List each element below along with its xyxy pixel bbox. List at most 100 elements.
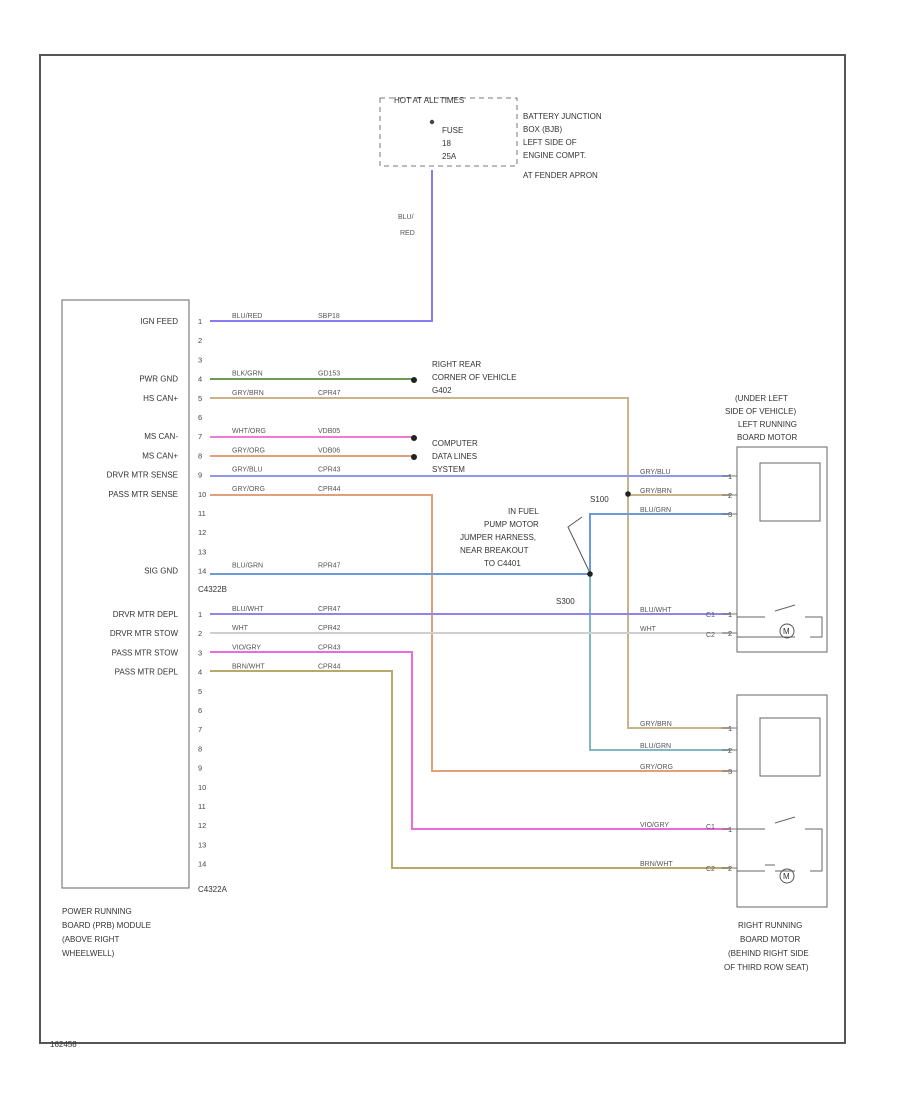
module-pin-number-a: 10 [198,783,206,792]
wire-circuit-label: CPR44 [318,486,341,493]
ground-callout: RIGHT REAR CORNER OF VEHICLE G402 [411,360,516,395]
module-pin-number-a: 13 [198,840,206,849]
ground-arrow-icon [411,377,417,383]
module-pin-label: SIG GND [144,567,178,576]
right-running-board-motor: GRY/BRN1BLU/GRN2GRY/ORG3VIO/GRY1BRN/WHT2… [640,694,828,972]
wire-color-label: WHT [232,625,249,632]
wire-circuit-label: CPR43 [318,644,341,651]
wire-color-label: BRN/WHT [232,664,265,671]
wire-circuit-label: RPR47 [318,563,341,570]
module-pin-number-a: 5 [198,687,202,696]
wire-color-label: VIO/GRY [232,644,261,651]
dataline-arrow-icon [411,454,417,460]
ground-text-3: G402 [432,386,452,395]
right-motor-connector-c2: C2 [706,866,715,873]
motor-wire-color: BLU/WHT [640,607,672,614]
module-pin-label-a: PASS MTR STOW [112,648,179,657]
wire-circuit-label: CPR42 [318,625,341,632]
right-motor-name-1: RIGHT RUNNING [738,921,802,930]
wire-circuit-label: CPR47 [318,390,341,397]
motor-wire-color: BLU/GRN [640,507,671,514]
module-name-3: (ABOVE RIGHT [62,935,119,944]
left-motor-symbol: M [783,627,790,636]
wire-circuit-label: CPR44 [318,664,341,671]
wire-color-label: BLU/WHT [232,606,264,613]
wire-gry-brn-right [210,397,730,729]
ground-text-1: RIGHT REAR [432,360,481,369]
splice-text-4: NEAR BREAKOUT [460,546,529,555]
motor-wire-color: WHT [640,626,657,633]
wire-color-label: GRY/ORG [232,447,265,454]
module-pin-number-a: 9 [198,764,202,773]
module-name-2: BOARD (PRB) MODULE [62,921,151,930]
dataline-arrow-icon [411,435,417,441]
module-pin-number-a: 2 [198,629,202,638]
wire-color-label: BLU/RED [232,313,262,320]
left-motor-name-1: (UNDER LEFT [735,394,788,403]
module-pin-label-a: PASS MTR DEPL [115,668,179,677]
module-pin-number-a: 12 [198,821,206,830]
datalines-text-1: COMPUTER [432,439,478,448]
module-pin-number-a: 7 [198,725,202,734]
module-pin-number: 4 [198,375,202,384]
right-motor-connector-c1: C1 [706,824,715,831]
footer-code: 162458 [50,1040,77,1049]
module-pin-number-a: 8 [198,744,202,753]
left-motor-icon [779,623,795,639]
wire-circuit-label: CPR47 [318,606,341,613]
motor-wire-color: GRY/BRN [640,488,672,495]
module-pin-label: DRVR MTR SENSE [107,471,178,480]
wire-circuit-label: CPR43 [318,467,341,474]
fuse-box-location-4: ENGINE COMPT. [523,151,586,160]
left-motor-name-2: SIDE OF VEHICLE) [725,407,796,416]
motor-wire-color: BLU/GRN [640,743,671,750]
left-motor-connector-c2: C2 [706,632,715,639]
module-name-4: WHEELWELL) [62,949,115,958]
splice-callout: IN FUEL PUMP MOTOR JUMPER HARNESS, NEAR … [460,491,631,606]
prb-module-box [61,299,190,889]
splice-text-5: TO C4401 [484,559,521,568]
module-pin-number: 14 [198,567,206,576]
splice-id-lower: S300 [556,597,575,606]
wire-color-label: BLK/GRN [232,371,263,378]
module-pin-number-a: 4 [198,668,202,677]
wire-color-label: BLU/GRN [232,563,263,570]
wire-circuit-label: SBP18 [318,313,340,320]
module-pin-number: 11 [198,509,206,518]
module-pin-label: PWR GND [139,375,178,384]
fuse-box: HOT AT ALL TIMES FUSE 18 25A BATTERY JUN… [379,96,602,180]
splice-leader [567,516,591,574]
right-motor-name-2: BOARD MOTOR [740,935,801,944]
left-motor-connector-c1: C1 [706,612,715,619]
module-pin-number: 2 [198,336,202,345]
module-pin-number-a: 14 [198,860,206,869]
motor-wire-color: GRY/ORG [640,764,673,771]
module-pin-number-a: 11 [198,802,206,811]
module-pin-label-a: DRVR MTR DEPL [113,610,179,619]
module-pin-label: IGN FEED [140,317,178,326]
motor-wire-color: VIO/GRY [640,822,669,829]
fuse-box-location-1: BATTERY JUNCTION [523,112,602,121]
wire-ign-feed [210,170,433,322]
module-pin-number-a: 1 [198,610,202,619]
module-pin-number: 1 [198,317,202,326]
module-pin-number-a: 6 [198,706,202,715]
module-pin-label: HS CAN+ [143,394,178,403]
left-motor-name-4: BOARD MOTOR [737,433,798,442]
splice-text-2: PUMP MOTOR [484,520,539,529]
wire-color-label: GRY/BLU [232,467,263,474]
fuse-terminal-icon [429,119,435,125]
module-pin-number-a: 3 [198,648,202,657]
wire-circuit-label: VDB06 [318,447,340,454]
wire-color-label: WHT/ORG [232,428,266,435]
splice-id-upper: S100 [590,495,609,504]
module-pin-number: 3 [198,355,202,364]
wire-circuit-label: VDB05 [318,428,340,435]
wire-color-label: GRY/ORG [232,486,265,493]
right-motor-symbol: M [783,872,790,881]
module-pin-number: 6 [198,413,202,422]
motor-wire-color: GRY/BLU [640,469,671,476]
datalines-text-2: DATA LINES [432,452,477,461]
